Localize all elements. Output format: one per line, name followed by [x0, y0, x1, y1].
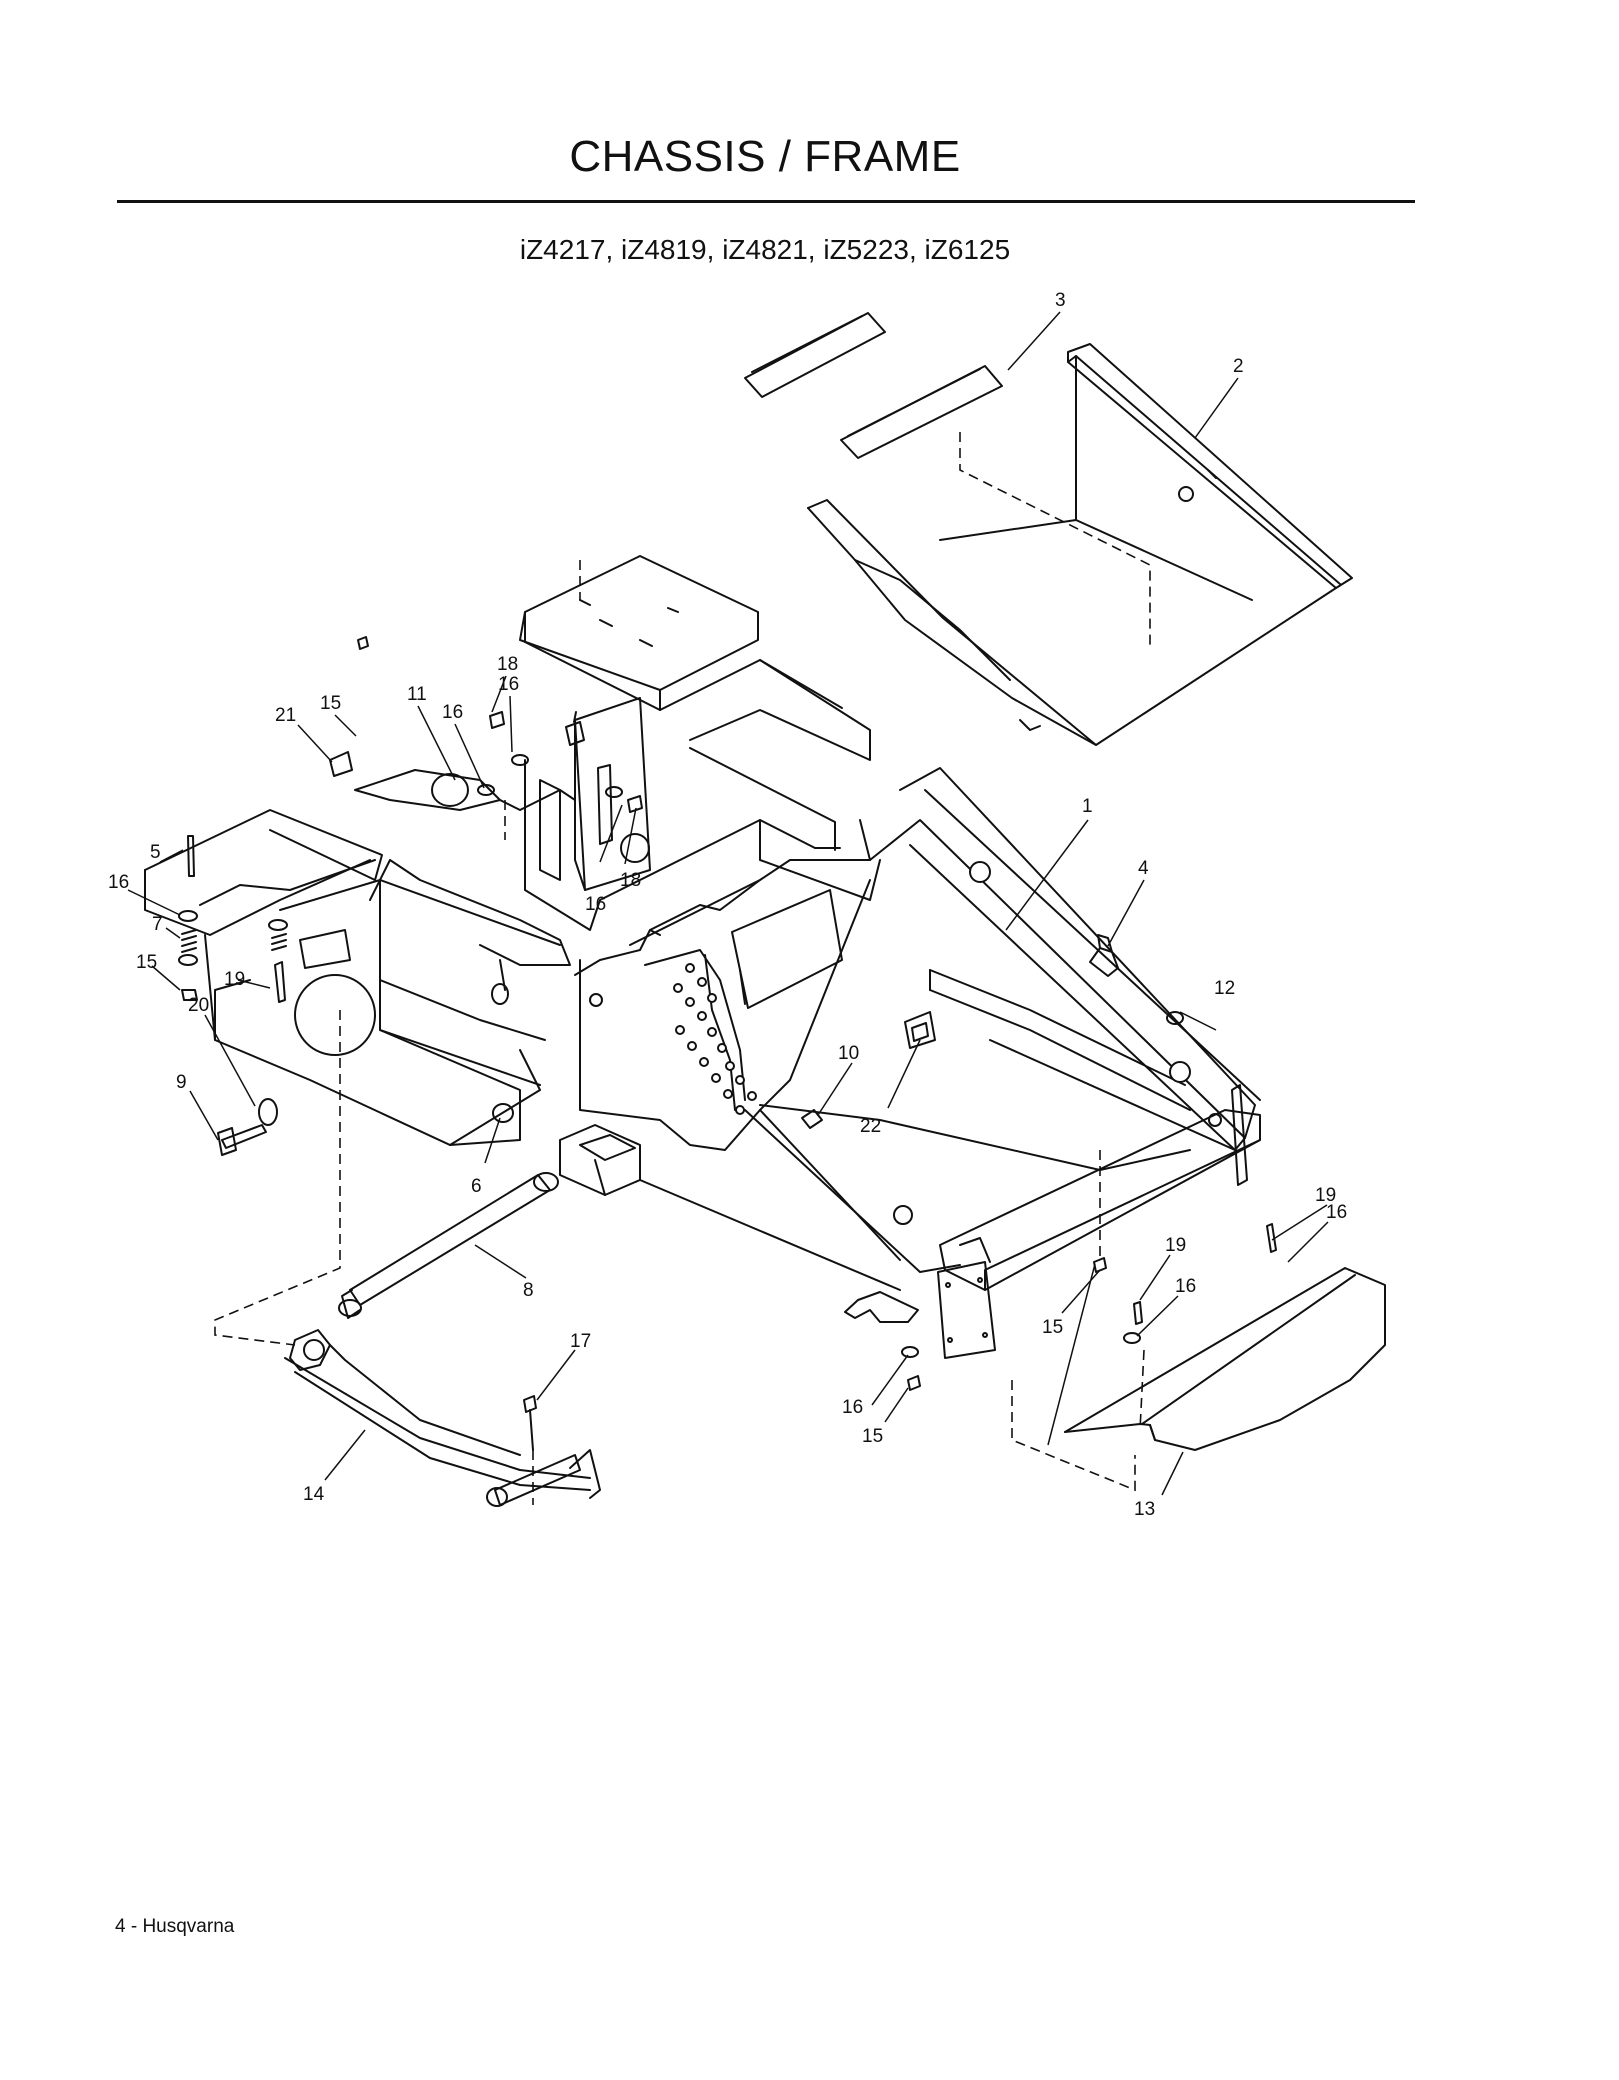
leader-lines [127, 311, 1329, 1496]
part-8-pivot-shaft [338, 1172, 559, 1319]
part-2-footrest-pan [807, 343, 1353, 746]
callout-label: 4 [1138, 858, 1149, 879]
hardware-group [178, 636, 1277, 1451]
callout-label: 17 [570, 1331, 591, 1352]
callout-label: 15 [136, 952, 157, 973]
callout-label: 21 [275, 705, 296, 726]
callout-label: 16 [842, 1397, 863, 1418]
model-list: iZ4217, iZ4819, iZ4821, iZ5223, iZ6125 [519, 234, 1011, 265]
callout-label: 16 [108, 872, 129, 893]
callout-label: 2 [1233, 356, 1244, 377]
callout-labels: 3 2 1 4 12 18 16 15 21 11 16 16 18 5 16 … [108, 290, 1347, 1520]
callout-label: 22 [860, 1116, 881, 1137]
page-title: CHASSIS / FRAME [569, 132, 961, 181]
callout-label: 8 [523, 1280, 534, 1301]
callout-label: 19 [224, 969, 245, 990]
callout-label: 18 [497, 654, 518, 675]
callout-label: 16 [442, 702, 463, 723]
callout-label: 15 [320, 693, 341, 714]
callout-label: 13 [1134, 1499, 1155, 1520]
callout-label: 11 [407, 684, 427, 705]
callout-label: 16 [1175, 1276, 1196, 1297]
callout-label: 9 [176, 1072, 187, 1093]
callout-label: 18 [620, 870, 641, 891]
callout-label: 16 [585, 894, 606, 915]
callout-label: 16 [498, 674, 519, 695]
callout-label: 19 [1165, 1235, 1186, 1256]
callout-label: 10 [838, 1043, 859, 1064]
title-rule [117, 200, 1415, 203]
alignment-lines [214, 432, 1151, 1505]
callout-label: 16 [1326, 1202, 1347, 1223]
page-footer: 4 - Husqvarna [115, 1916, 235, 1937]
callout-label: 15 [862, 1426, 883, 1447]
callout-label: 1 [1082, 796, 1093, 817]
callout-label: 20 [188, 995, 209, 1016]
callout-label: 5 [150, 842, 161, 863]
part-13-front-cover [1064, 1267, 1386, 1451]
callout-label: 7 [152, 914, 163, 935]
callout-label: 14 [303, 1484, 325, 1505]
part-1-main-frame [144, 555, 1261, 1359]
callout-label: 19 [1315, 1185, 1336, 1206]
part-3-foot-pads [744, 312, 1003, 459]
callout-label: 15 [1042, 1317, 1063, 1338]
part-4-knob [1089, 934, 1119, 977]
part-14-front-axle [284, 1329, 601, 1507]
callout-label: 12 [1214, 978, 1235, 999]
callout-label: 6 [471, 1176, 482, 1197]
callout-label: 3 [1055, 290, 1066, 311]
hitch-bracket [559, 1124, 901, 1291]
